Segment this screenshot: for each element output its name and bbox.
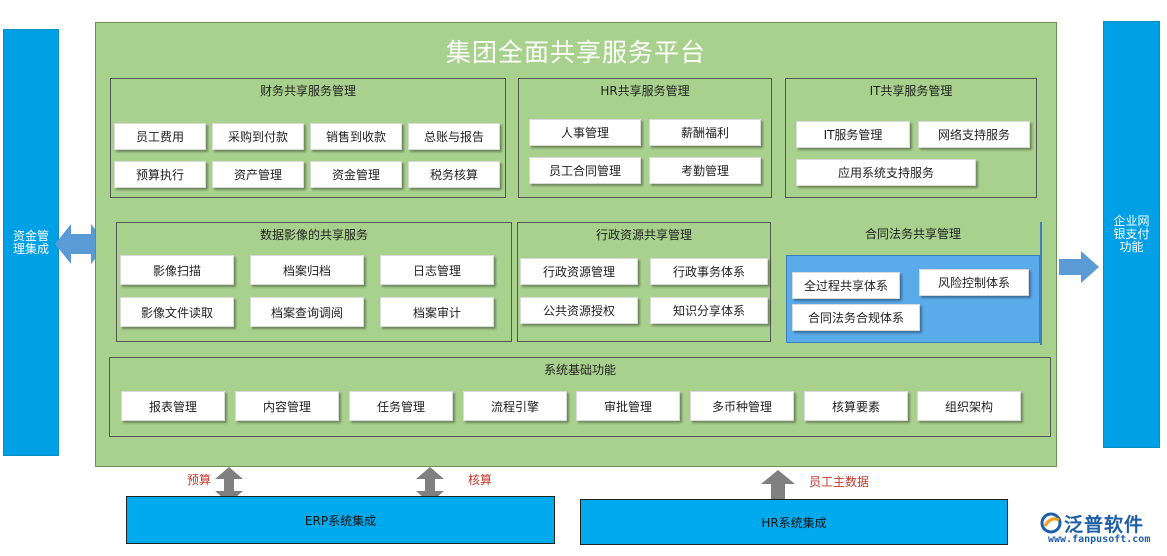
basic-item[interactable]: 审批管理 bbox=[576, 391, 680, 421]
logo-url-text: www.fanpusoft.com bbox=[1048, 534, 1151, 545]
hr-item[interactable]: 员工合同管理 bbox=[529, 157, 641, 184]
finance-panel: 财务共享服务管理 员工费用 采购到付款 销售到收款 总账与报告 预算执行 资产管… bbox=[110, 78, 506, 198]
finance-item[interactable]: 员工费用 bbox=[114, 123, 206, 150]
finance-item[interactable]: 预算执行 bbox=[114, 161, 206, 188]
up-arrow-icon bbox=[761, 470, 795, 500]
basic-item[interactable]: 报表管理 bbox=[121, 391, 225, 421]
admin-item[interactable]: 知识分享体系 bbox=[650, 297, 768, 324]
admin-panel: 行政资源共享管理 行政资源管理 行政事务体系 公共资源授权 知识分享体系 bbox=[517, 222, 771, 342]
it-panel: IT共享服务管理 IT服务管理 网络支持服务 应用系统支持服务 bbox=[785, 78, 1037, 198]
image-item[interactable]: 档案归档 bbox=[250, 255, 364, 285]
legal-item[interactable]: 合同法务合规体系 bbox=[792, 304, 920, 331]
basic-item[interactable]: 核算要素 bbox=[804, 391, 908, 421]
it-panel-title: IT共享服务管理 bbox=[869, 84, 953, 98]
hr-item[interactable]: 考勤管理 bbox=[649, 157, 761, 184]
admin-item[interactable]: 行政资源管理 bbox=[520, 258, 638, 285]
logo-brand-text: 泛普软件 bbox=[1064, 514, 1145, 536]
legal-panel: 合同法务共享管理 全过程共享体系 风险控制体系 合同法务合规体系 bbox=[786, 222, 1042, 345]
image-panel-title: 数据影像的共享服务 bbox=[259, 228, 368, 242]
brand-logo: 泛普软件 www.fanpusoft.com bbox=[1040, 510, 1164, 550]
hr-panel-title: HR共享服务管理 bbox=[600, 84, 690, 98]
basic-panel: 系统基础功能 报表管理 内容管理 任务管理 流程引擎 审批管理 多币种管理 核算… bbox=[109, 357, 1051, 437]
right-arrow-icon bbox=[1059, 251, 1099, 283]
finance-item[interactable]: 税务核算 bbox=[408, 161, 500, 188]
hr-panel: HR共享服务管理 人事管理 薪酬福利 员工合同管理 考勤管理 bbox=[518, 78, 772, 198]
budget-label: 预算 bbox=[187, 473, 212, 487]
basic-item[interactable]: 任务管理 bbox=[349, 391, 453, 421]
logo-icon bbox=[1040, 512, 1062, 534]
funds-integration-bar: 资金管理集成 bbox=[3, 29, 59, 456]
finance-item[interactable]: 销售到收款 bbox=[310, 123, 402, 150]
bidirectional-arrow-icon bbox=[55, 224, 107, 264]
hr-data-label: 员工主数据 bbox=[809, 475, 870, 489]
basic-panel-title: 系统基础功能 bbox=[543, 363, 616, 377]
finance-panel-title: 财务共享服务管理 bbox=[259, 84, 356, 98]
image-item[interactable]: 档案审计 bbox=[380, 297, 494, 327]
hr-item[interactable]: 人事管理 bbox=[529, 119, 641, 146]
it-item[interactable]: 应用系统支持服务 bbox=[796, 159, 976, 186]
image-item[interactable]: 影像文件读取 bbox=[120, 297, 234, 327]
image-panel: 数据影像的共享服务 影像扫描 档案归档 日志管理 影像文件读取 档案查询调阅 档… bbox=[116, 222, 512, 342]
finance-item[interactable]: 资金管理 bbox=[310, 161, 402, 188]
basic-item[interactable]: 内容管理 bbox=[235, 391, 339, 421]
platform-title: 集团全面共享服务平台 bbox=[445, 38, 706, 67]
accounting-label: 核算 bbox=[468, 473, 493, 487]
finance-item[interactable]: 总账与报告 bbox=[408, 123, 500, 150]
bank-payment-bar: 企业网银支付功能 bbox=[1103, 21, 1160, 448]
hr-integration-bar: HR系统集成 bbox=[580, 499, 1008, 545]
shared-service-platform: 集团全面共享服务平台 财务共享服务管理 员工费用 采购到付款 销售到收款 总账与… bbox=[95, 22, 1057, 467]
image-item[interactable]: 影像扫描 bbox=[120, 255, 234, 285]
image-item[interactable]: 档案查询调阅 bbox=[250, 297, 364, 327]
vertical-double-arrow-icon bbox=[215, 467, 243, 503]
it-item[interactable]: 网络支持服务 bbox=[918, 121, 1030, 148]
vertical-double-arrow-icon bbox=[416, 467, 444, 503]
basic-item[interactable]: 组织架构 bbox=[917, 391, 1021, 421]
finance-item[interactable]: 采购到付款 bbox=[212, 123, 304, 150]
image-item[interactable]: 日志管理 bbox=[380, 255, 494, 285]
admin-item[interactable]: 行政事务体系 bbox=[650, 258, 768, 285]
erp-integration-bar: ERP系统集成 bbox=[126, 496, 555, 544]
admin-item[interactable]: 公共资源授权 bbox=[520, 297, 638, 324]
basic-item[interactable]: 多币种管理 bbox=[690, 391, 794, 421]
legal-item[interactable]: 风险控制体系 bbox=[919, 269, 1029, 296]
hr-item[interactable]: 薪酬福利 bbox=[649, 119, 761, 146]
admin-panel-title: 行政资源共享管理 bbox=[595, 228, 692, 242]
funds-integration-label: 资金管理集成 bbox=[12, 228, 49, 256]
basic-item[interactable]: 流程引擎 bbox=[463, 391, 567, 421]
legal-item[interactable]: 全过程共享体系 bbox=[792, 272, 900, 299]
legal-panel-title: 合同法务共享管理 bbox=[864, 227, 961, 241]
bank-payment-label: 企业网银支付功能 bbox=[1113, 214, 1150, 254]
it-item[interactable]: IT服务管理 bbox=[796, 121, 910, 148]
finance-item[interactable]: 资产管理 bbox=[212, 161, 304, 188]
